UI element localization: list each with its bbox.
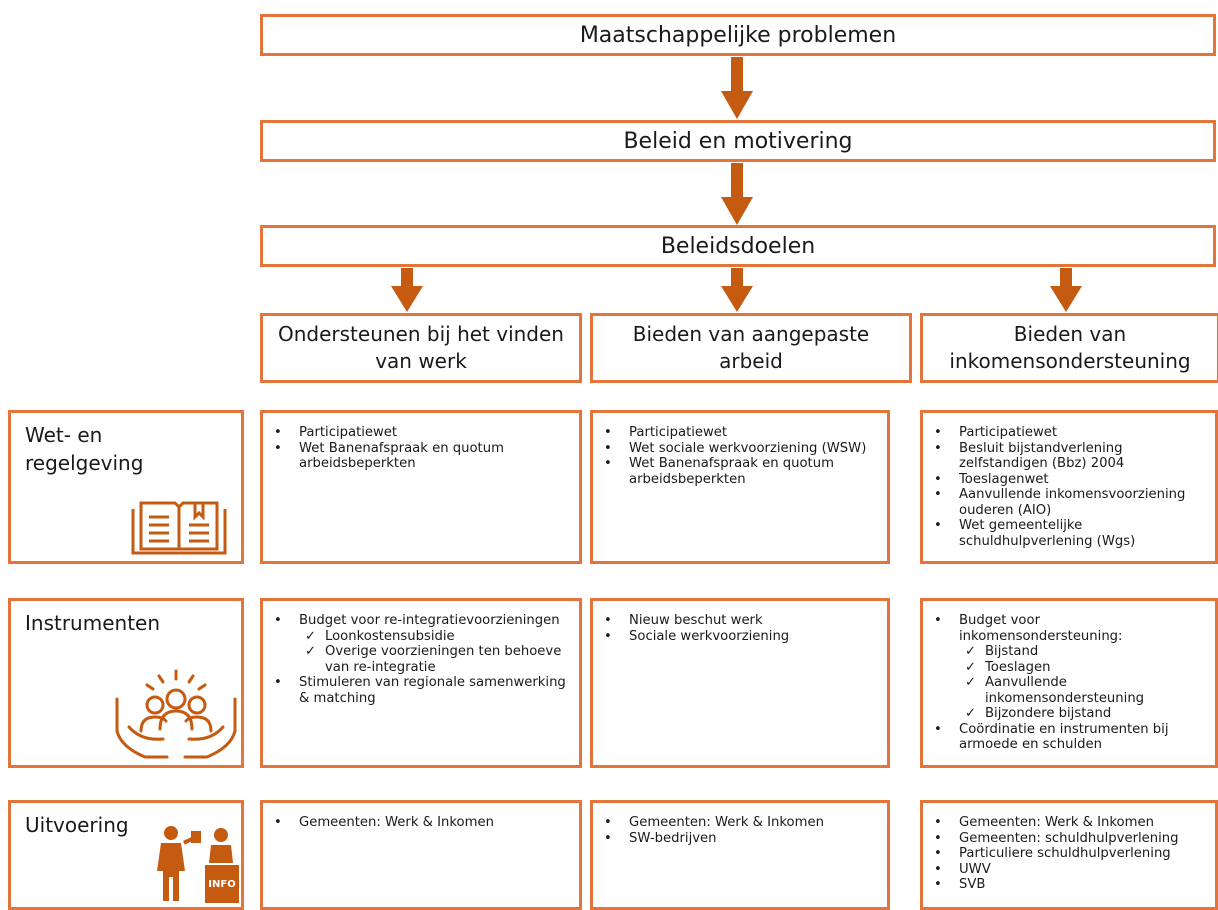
list-item: Aanvullende inkomensvoorziening ouderen … <box>933 487 1207 518</box>
info-label: INFO <box>208 879 235 890</box>
cell-legislation-adapted-work: Participatiewet Wet sociale werkvoorzien… <box>590 410 890 564</box>
list-item-text: Budget voor inkomensondersteuning: <box>959 613 1123 644</box>
list-item: Wet gemeentelijke schuldhulpverlening (W… <box>933 518 1207 549</box>
row-label-legislation: Wet- en regelgeving <box>8 410 244 564</box>
arrow-down-icon <box>391 268 423 312</box>
arrow-down-icon <box>721 163 753 225</box>
cell-instruments-adapted-work: Nieuw beschut werk Sociale werkvoorzieni… <box>590 598 890 768</box>
goal-label: Bieden van aangepaste arbeid <box>632 322 870 373</box>
book-icon <box>131 501 227 555</box>
arrow-down-icon <box>1050 268 1082 312</box>
sub-list-item: Bijzondere bijstand <box>965 706 1207 722</box>
arrow-down-icon <box>721 268 753 312</box>
list-item: Besluit bijstandverlening zelfstandigen … <box>933 441 1207 472</box>
sub-list-item: Overige voorzieningen ten behoeve van re… <box>305 644 571 675</box>
cell-legislation-work: Participatiewet Wet Banenafspraak en quo… <box>260 410 582 564</box>
row-label: Wet- en regelgeving <box>25 423 144 475</box>
goal-box-income-support: Bieden van inkomensondersteuning <box>920 313 1218 383</box>
list-item: SVB <box>933 877 1207 893</box>
goals-title: Beleidsdoelen <box>660 233 816 259</box>
cell-execution-adapted-work: Gemeenten: Werk & Inkomen SW-bedrijven <box>590 800 890 910</box>
list-item: Toeslagenwet <box>933 472 1207 488</box>
row-label: Uitvoering <box>25 813 129 837</box>
problems-title: Maatschappelijke problemen <box>579 22 897 48</box>
sub-list-item: Loonkostensubsidie <box>305 629 571 645</box>
hands-people-icon <box>115 669 237 759</box>
list-item-text: Budget voor re-integratievoorzieningen <box>299 613 560 628</box>
sub-list-item: Bijstand <box>965 644 1207 660</box>
goal-label: Bieden van inkomensondersteuning <box>949 322 1191 373</box>
list-item: Gemeenten: Werk & Inkomen <box>933 815 1207 831</box>
policy-box: Beleid en motivering <box>260 120 1216 162</box>
list-item: Participatiewet <box>273 425 571 441</box>
info-desk-icon: INFO <box>157 826 239 903</box>
arrow-down-icon <box>721 57 753 119</box>
list-item: Sociale werkvoorziening <box>603 629 879 645</box>
sub-list-item: Toeslagen <box>965 660 1207 676</box>
list-item: Wet Banenafspraak en quotum arbeidsbeper… <box>273 441 571 472</box>
cell-instruments-income: Budget voor inkomensondersteuning: Bijst… <box>920 598 1218 768</box>
cell-execution-income: Gemeenten: Werk & Inkomen Gemeenten: sch… <box>920 800 1218 910</box>
list-item: Nieuw beschut werk <box>603 613 879 629</box>
problems-box: Maatschappelijke problemen <box>260 14 1216 56</box>
list-item: Participatiewet <box>933 425 1207 441</box>
goals-box: Beleidsdoelen <box>260 225 1216 267</box>
goal-box-work: Ondersteunen bij het vinden van werk <box>260 313 582 383</box>
list-item: Gemeenten: Werk & Inkomen <box>603 815 879 831</box>
cell-legislation-income: Participatiewet Besluit bijstandverlenin… <box>920 410 1218 564</box>
list-item: Wet sociale werkvoorziening (WSW) <box>603 441 879 457</box>
list-item: Budget voor inkomensondersteuning: Bijst… <box>933 613 1207 722</box>
list-item: UWV <box>933 862 1207 878</box>
row-label-instruments: Instrumenten <box>8 598 244 768</box>
list-item: Gemeenten: Werk & Inkomen <box>273 815 571 831</box>
list-item: Wet Banenafspraak en quotum arbeidsbeper… <box>603 456 879 487</box>
list-item: SW-bedrijven <box>603 831 879 847</box>
list-item: Budget voor re-integratievoorzieningen L… <box>273 613 571 675</box>
list-item: Particuliere schuldhulpverlening <box>933 846 1207 862</box>
row-label: Instrumenten <box>25 611 161 635</box>
cell-instruments-work: Budget voor re-integratievoorzieningen L… <box>260 598 582 768</box>
list-item: Gemeenten: schuldhulpverlening <box>933 831 1207 847</box>
goal-label: Ondersteunen bij het vinden van werk <box>278 322 564 373</box>
cell-execution-work: Gemeenten: Werk & Inkomen <box>260 800 582 910</box>
sub-list-item: Aanvullende inkomensondersteuning <box>965 675 1207 706</box>
list-item: Stimuleren van regionale samenwerking & … <box>273 675 571 706</box>
list-item: Participatiewet <box>603 425 879 441</box>
goal-box-adapted-work: Bieden van aangepaste arbeid <box>590 313 912 383</box>
policy-title: Beleid en motivering <box>623 128 853 154</box>
list-item: Coördinatie en instrumenten bij armoede … <box>933 722 1207 753</box>
row-label-execution: Uitvoering INFO <box>8 800 244 910</box>
